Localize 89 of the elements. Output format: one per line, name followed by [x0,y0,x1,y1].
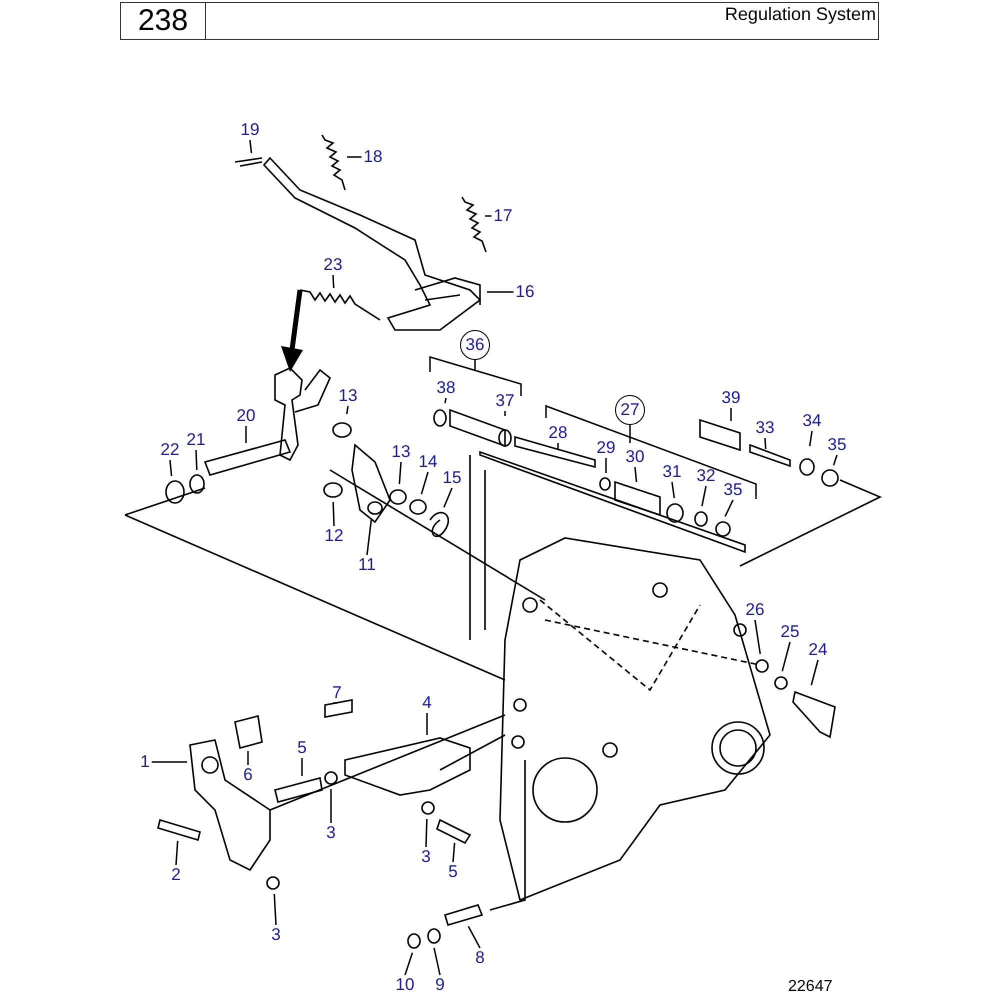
leader-line [724,500,734,517]
callout-number: 7 [332,684,342,702]
leader-line [249,140,252,154]
leader-line [274,894,277,926]
leader-line [346,406,349,414]
leader-line [366,518,372,556]
leader-line [404,952,414,976]
leader-line [330,789,332,823]
callout-number: 26 [746,601,764,619]
leader-line [557,443,559,450]
leader-line [245,426,247,443]
callout-number: 18 [364,148,382,166]
leader-line [730,408,732,421]
leader-line [671,482,676,498]
leader-line [426,713,428,735]
leader-line [832,454,838,466]
callout-number: 13 [392,443,410,461]
callout-number: 10 [396,976,414,994]
callout-number: 30 [626,448,644,466]
leader-line [809,430,813,446]
leader-line [247,751,249,765]
leader-line [398,462,402,484]
callout-number: 5 [297,739,307,757]
leader-line [175,840,178,866]
callout-number: 22 [160,441,180,459]
leader-line [347,156,362,158]
callout-number: 17 [494,207,512,225]
callout-number: 3 [326,824,336,842]
callout-number: 23 [324,256,342,274]
callout-number: 21 [186,431,206,449]
leader-line [764,438,766,450]
leader-line [754,620,761,654]
callout-number: 35 [724,481,742,499]
callout-number: 38 [436,379,456,397]
leader-line [301,758,303,776]
leader-line [444,398,447,404]
callout-number: 19 [240,121,260,139]
leader-line [420,472,429,494]
leader-line [425,818,428,848]
callout-number: 33 [756,419,774,437]
callout-number: 15 [442,469,462,487]
title: Regulation System [724,4,876,25]
callout-number: 6 [243,766,253,784]
callout-number: 37 [496,392,514,410]
leader-line [332,502,335,526]
page-number: 238 [121,3,206,39]
leader-line [195,450,198,470]
callout-number: 34 [802,412,822,430]
leader-line [485,215,492,217]
leader-line [487,291,514,293]
callout-number: 5 [448,863,458,881]
callout-number: 20 [236,407,256,425]
callout-number: 8 [475,949,485,967]
callout-number: 11 [358,556,376,574]
leader-line [634,466,638,482]
callout-number: 14 [418,453,438,471]
leader-line [433,948,441,976]
callout-number: 32 [696,467,716,485]
callout-number: 3 [271,926,281,944]
callout-number: 39 [722,389,740,407]
callout-number: 2 [171,866,181,884]
callout-number: 31 [662,463,682,481]
leader-line [152,761,187,763]
circled-callout-number: 36 [460,330,490,360]
circled-callout-number: 27 [615,395,645,425]
leader-line [452,842,456,862]
callout-number: 12 [324,527,344,545]
leader-line [782,642,791,672]
leader-line [605,458,607,473]
callout-number: 29 [596,439,616,457]
leader-line [810,660,819,686]
callout-number: 4 [422,694,432,712]
leader-line [333,702,337,704]
leader-line [169,460,172,476]
callout-number: 1 [140,753,150,771]
leader-line [443,488,453,508]
figure-number: 22647 [788,978,832,996]
callout-number: 13 [338,387,358,405]
leader-line [332,274,334,288]
leader-line [701,486,707,506]
callout-number: 28 [548,424,568,442]
callout-number: 35 [828,436,846,454]
callout-number: 3 [421,848,431,866]
callout-number: 9 [435,976,445,994]
leader-line [468,926,481,948]
callout-number: 24 [808,641,828,659]
callout-number: 16 [516,283,534,301]
leader-line [504,411,506,416]
callout-number: 25 [780,623,800,641]
